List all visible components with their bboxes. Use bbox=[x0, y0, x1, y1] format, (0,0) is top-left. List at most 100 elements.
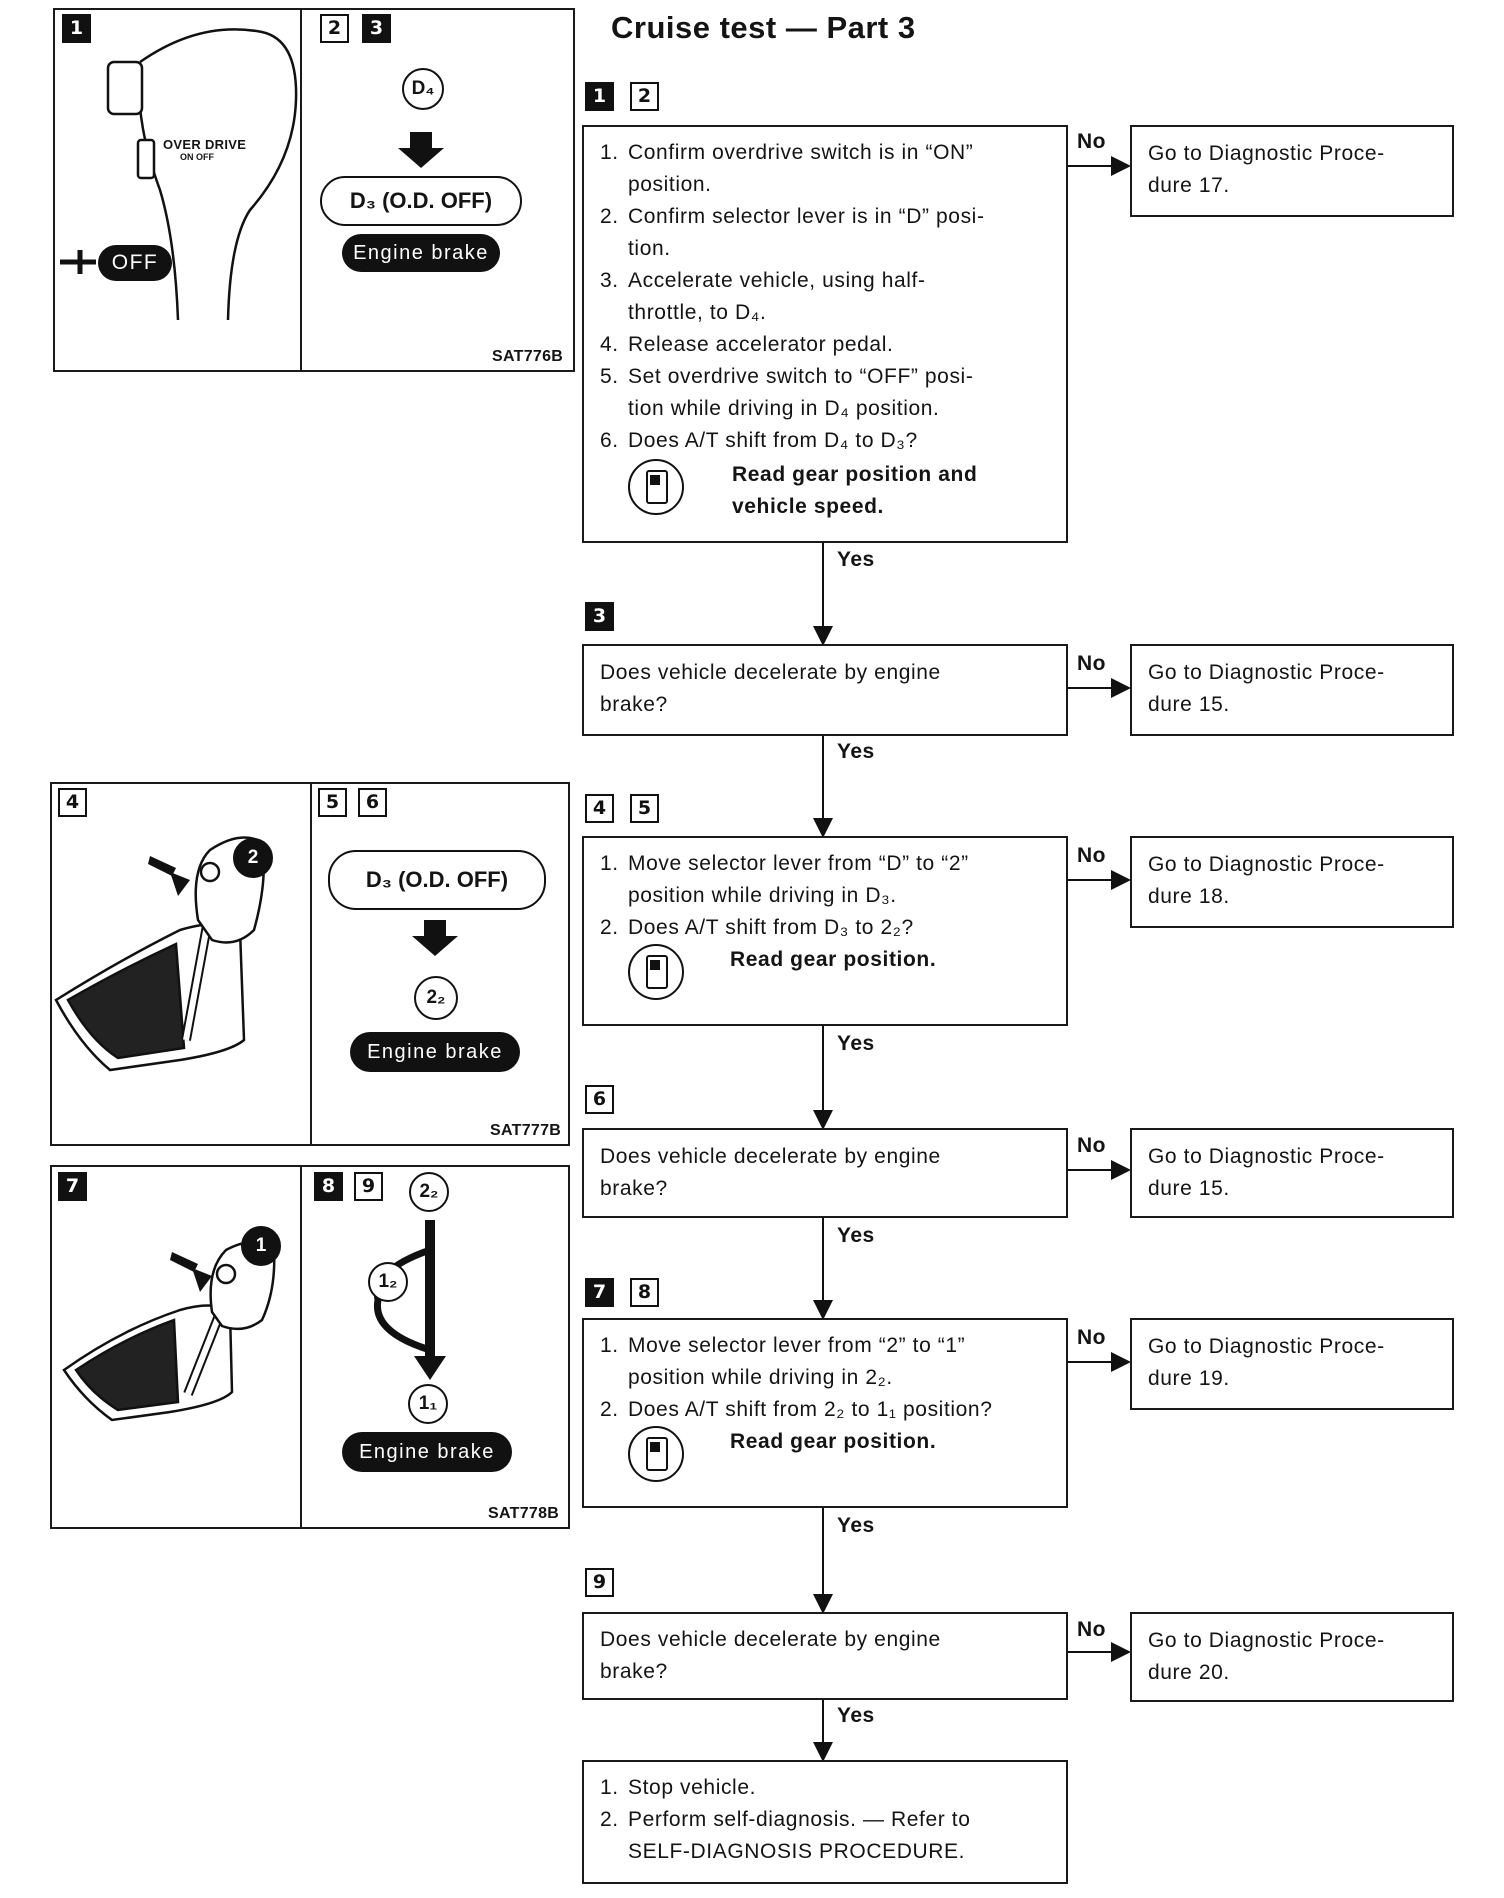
yes-label: Yes bbox=[837, 1704, 875, 1727]
engine-brake-badge: Engine brake bbox=[350, 1032, 520, 1072]
list-number: 2. bbox=[600, 1398, 619, 1421]
list-item: 6. Does A/T shift from D₄ to D₃? bbox=[600, 425, 1050, 457]
list-item: 1. Confirm overdrive switch is in “ON” bbox=[600, 137, 1050, 169]
step-box-final: 1.Stop vehicle.2.Perform self-diagnosis.… bbox=[582, 1760, 1068, 1884]
outcome-text: dure 19. bbox=[1148, 1367, 1230, 1390]
step-list: 1.Move selector lever from “2” to “1”pos… bbox=[600, 1330, 1050, 1426]
no-label: No bbox=[1077, 844, 1106, 867]
list-number: 4. bbox=[600, 333, 619, 356]
illustration-panel-3 bbox=[50, 1165, 570, 1529]
outcome-text: dure 15. bbox=[1148, 1177, 1230, 1200]
step-list: 1. Confirm overdrive switch is in “ON” pos… bbox=[600, 137, 1050, 457]
list-text: Perform self-diagnosis. — Refer to bbox=[628, 1808, 971, 1831]
panel-divider bbox=[300, 1165, 302, 1529]
list-text: Move selector lever from “2” to “1” bbox=[628, 1334, 966, 1357]
panel-marker: 1 bbox=[62, 14, 91, 43]
list-item: SELF-DIAGNOSIS PROCEDURE. bbox=[600, 1836, 1050, 1868]
list-number: 1. bbox=[600, 141, 619, 164]
yes-label: Yes bbox=[837, 1224, 875, 1247]
no-label: No bbox=[1077, 1618, 1106, 1641]
panel-marker: 2 bbox=[319, 13, 350, 44]
consult-icon bbox=[628, 944, 684, 1000]
position-2-circle: 2 bbox=[233, 838, 273, 878]
step-note: vehicle speed. bbox=[732, 495, 884, 518]
panel-divider bbox=[310, 782, 312, 1146]
step-marker: 8 bbox=[629, 1277, 660, 1308]
overdrive-sublabel: ON OFF bbox=[180, 152, 214, 162]
no-label: No bbox=[1077, 130, 1106, 153]
panel-marker: 6 bbox=[357, 787, 388, 818]
step-marker: 2 bbox=[629, 81, 660, 112]
figure-code: SAT778B bbox=[488, 1505, 560, 1522]
list-number: 1. bbox=[600, 1334, 619, 1357]
gear-d3-od-off-pill: D₃ (O.D. OFF) bbox=[328, 850, 546, 910]
list-text: Does A/T shift from D₄ to D₃? bbox=[628, 429, 918, 452]
outcome-text: Go to Diagnostic Proce- bbox=[1148, 853, 1385, 876]
outcome-box-procedure-19: Go to Diagnostic Proce- dure 19. bbox=[1130, 1318, 1454, 1410]
gear-d3-od-off-pill: D₃ (O.D. OFF) bbox=[320, 176, 522, 226]
outcome-text: dure 20. bbox=[1148, 1661, 1230, 1684]
list-text: position. bbox=[628, 173, 712, 196]
page-title: Cruise test — Part 3 bbox=[611, 10, 916, 45]
question-text: brake? bbox=[600, 1660, 668, 1683]
figure-code: SAT776B bbox=[492, 348, 564, 365]
consult-icon bbox=[628, 459, 684, 515]
step-marker: 9 bbox=[584, 1567, 615, 1598]
panel-marker: 7 bbox=[58, 1172, 87, 1201]
step-box-2: Does vehicle decelerate by engine brake? bbox=[582, 644, 1068, 736]
list-text: SELF-DIAGNOSIS PROCEDURE. bbox=[628, 1840, 966, 1863]
list-number: 6. bbox=[600, 429, 619, 452]
outcome-box-procedure-17: Go to Diagnostic Proce- dure 17. bbox=[1130, 125, 1454, 217]
panel-divider bbox=[300, 8, 302, 372]
engine-brake-badge: Engine brake bbox=[342, 234, 500, 272]
list-item: 2. Does A/T shift from 2₂ to 1₁ position? bbox=[600, 1394, 1050, 1426]
question-text: brake? bbox=[600, 1177, 668, 1200]
list-text: Stop vehicle. bbox=[628, 1776, 757, 1799]
list-text: Accelerate vehicle, using half- bbox=[628, 269, 926, 292]
step-marker: 4 bbox=[584, 793, 615, 824]
list-item: 2.Perform self-diagnosis. — Refer to bbox=[600, 1804, 1050, 1836]
position-1-circle: 1 bbox=[241, 1226, 281, 1266]
outcome-box-procedure-18: Go to Diagnostic Proce- dure 18. bbox=[1130, 836, 1454, 928]
list-number: 2. bbox=[600, 916, 619, 939]
list-item: 3. Accelerate vehicle, using half- bbox=[600, 265, 1050, 297]
step-list: 1.Move selector lever from “D” to “2”pos… bbox=[600, 848, 1050, 944]
list-text: Does A/T shift from 2₂ to 1₁ position? bbox=[628, 1398, 993, 1421]
list-text: Release accelerator pedal. bbox=[628, 333, 894, 356]
step-box-5: 1.Move selector lever from “2” to “1”pos… bbox=[582, 1318, 1068, 1508]
yes-label: Yes bbox=[837, 1032, 875, 1055]
off-badge: OFF bbox=[98, 245, 172, 281]
list-text: Confirm selector lever is in “D” posi- bbox=[628, 205, 985, 228]
gear-11-circle: 1₁ bbox=[408, 1384, 448, 1424]
list-item: position. bbox=[600, 169, 1050, 201]
list-text: Confirm overdrive switch is in “ON” bbox=[628, 141, 974, 164]
step-marker: 3 bbox=[585, 602, 614, 631]
list-number: 3. bbox=[600, 269, 619, 292]
list-item: 5.Set overdrive switch to “OFF” posi- bbox=[600, 361, 1050, 393]
question-text: Does vehicle decelerate by engine bbox=[600, 661, 941, 684]
panel-marker: 8 bbox=[314, 1172, 343, 1201]
list-item: 1.Move selector lever from “D” to “2” bbox=[600, 848, 1050, 880]
list-number: 5. bbox=[600, 365, 619, 388]
step-list: 1.Stop vehicle.2.Perform self-diagnosis.… bbox=[600, 1772, 1050, 1868]
outcome-text: Go to Diagnostic Proce- bbox=[1148, 1335, 1385, 1358]
step-marker: 7 bbox=[585, 1278, 614, 1307]
panel-marker: 9 bbox=[353, 1171, 384, 1202]
list-text: Move selector lever from “D” to “2” bbox=[628, 852, 969, 875]
list-number: 2. bbox=[600, 205, 619, 228]
engine-brake-badge: Engine brake bbox=[342, 1432, 512, 1472]
no-label: No bbox=[1077, 1326, 1106, 1349]
step-marker: 5 bbox=[629, 793, 660, 824]
question-text: Does vehicle decelerate by engine bbox=[600, 1628, 941, 1651]
step-note: Read gear position. bbox=[730, 948, 937, 971]
list-item: 1. Move selector lever from “2” to “1” bbox=[600, 1330, 1050, 1362]
list-text: throttle, to D₄. bbox=[628, 301, 767, 324]
step-box-4: Does vehicle decelerate by engine brake? bbox=[582, 1128, 1068, 1218]
list-item: tion while driving in D₄ position. bbox=[600, 393, 1050, 425]
consult-icon bbox=[628, 1426, 684, 1482]
step-box-3: 1.Move selector lever from “D” to “2”pos… bbox=[582, 836, 1068, 1026]
